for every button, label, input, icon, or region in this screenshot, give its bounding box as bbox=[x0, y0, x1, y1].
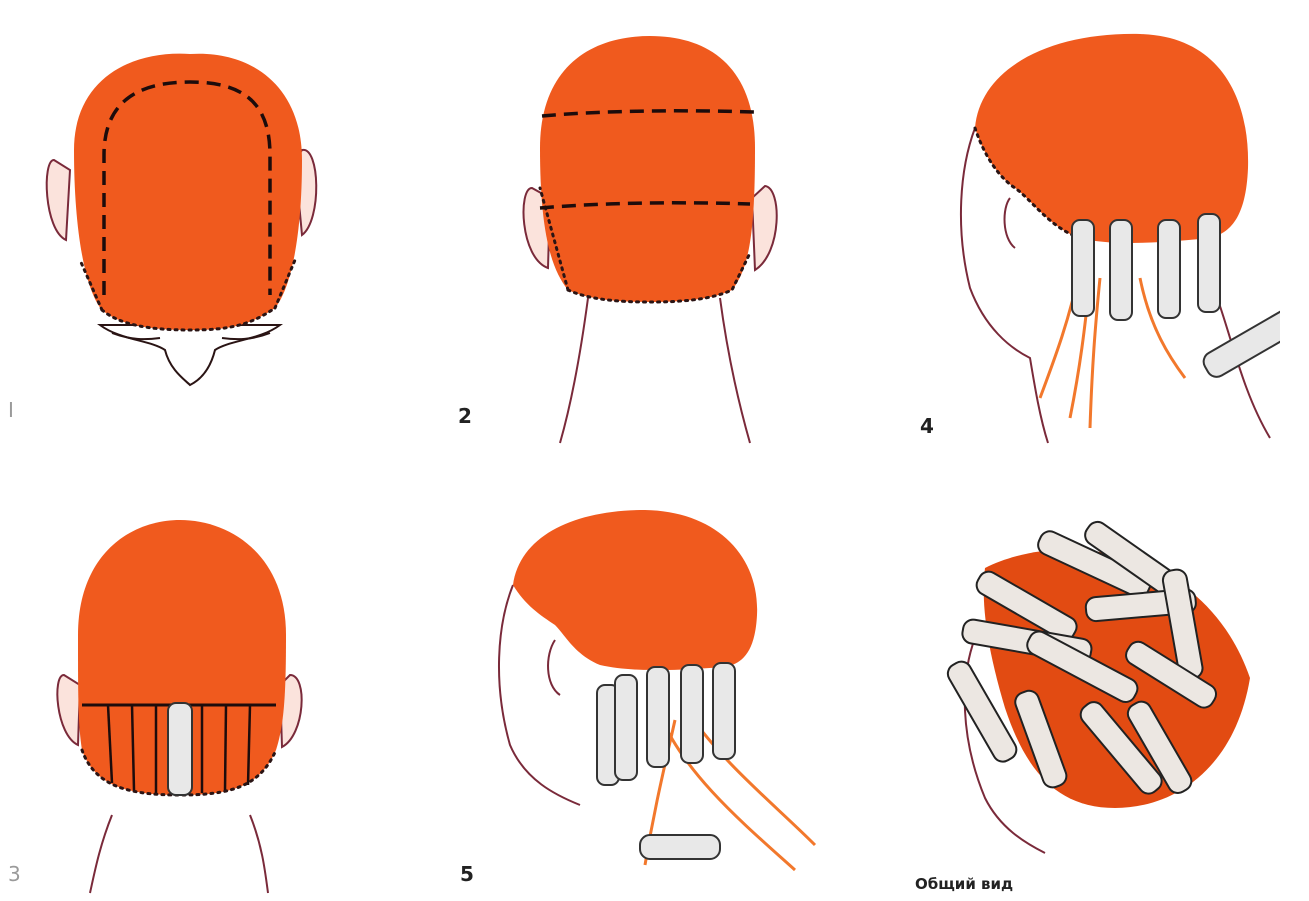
panel-6-label: Общий вид bbox=[915, 875, 1013, 893]
panel-6-overall-view bbox=[945, 508, 1265, 858]
head-top-view-illustration bbox=[40, 40, 340, 410]
panel-2-label: 2 bbox=[458, 404, 472, 428]
panel-5-side-view-rollers bbox=[485, 505, 840, 895]
panel-3-side-view-rollers bbox=[940, 28, 1280, 448]
head-overall-rollers-illustration bbox=[945, 508, 1265, 858]
panel-2-back-view bbox=[510, 28, 800, 448]
head-back-partings-illustration bbox=[510, 28, 800, 448]
panel-1-label: I bbox=[8, 398, 14, 422]
panel-4-label: 3 bbox=[8, 862, 21, 886]
panel-4-back-view-sections bbox=[50, 515, 320, 895]
panel-5-label: 5 bbox=[460, 862, 474, 886]
panel-3-label: 4 bbox=[920, 414, 934, 438]
head-back-sections-illustration bbox=[50, 515, 320, 895]
head-side-rollers-illustration bbox=[940, 28, 1280, 448]
head-side-rollers-row-illustration bbox=[485, 505, 840, 895]
panel-1-top-view bbox=[40, 40, 340, 410]
